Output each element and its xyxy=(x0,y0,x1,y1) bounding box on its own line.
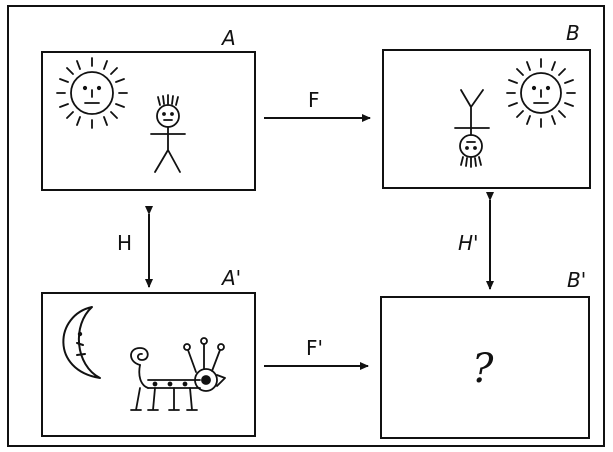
panel-a-prime: A' xyxy=(41,266,256,437)
panel-a-prime-box xyxy=(41,292,256,437)
arrow-h-prime-label: H' xyxy=(458,231,479,255)
arrow-h: H xyxy=(117,206,153,288)
outer-frame xyxy=(7,5,605,447)
panel-b-prime-box xyxy=(380,296,590,439)
arrow-f-prime-label: F' xyxy=(306,336,323,360)
creature-icon xyxy=(130,337,226,411)
arrow-h-label: H xyxy=(117,231,132,255)
stick-figure-icon xyxy=(150,94,186,173)
panel-a: A xyxy=(41,26,256,191)
arrow-f: F xyxy=(264,88,371,122)
moon-icon xyxy=(62,306,101,379)
panel-a-prime-label: A' xyxy=(220,266,241,290)
panel-b-prime: B' ? xyxy=(380,268,590,439)
arrow-f-label: F xyxy=(308,88,320,112)
panel-b-box xyxy=(382,49,591,189)
upside-down-stick-figure-icon xyxy=(454,89,490,168)
sun-icon xyxy=(506,58,576,128)
question-mark: ? xyxy=(472,346,494,392)
panel-a-label: A xyxy=(220,26,236,50)
panel-b-prime-label: B' xyxy=(567,268,586,292)
panel-b-label: B xyxy=(566,21,580,45)
panel-a-box xyxy=(41,51,256,191)
arrow-f-prime: F' xyxy=(264,336,369,370)
panel-b: B xyxy=(382,21,591,189)
sun-icon xyxy=(56,57,128,129)
arrow-h-prime: H' xyxy=(458,192,494,290)
